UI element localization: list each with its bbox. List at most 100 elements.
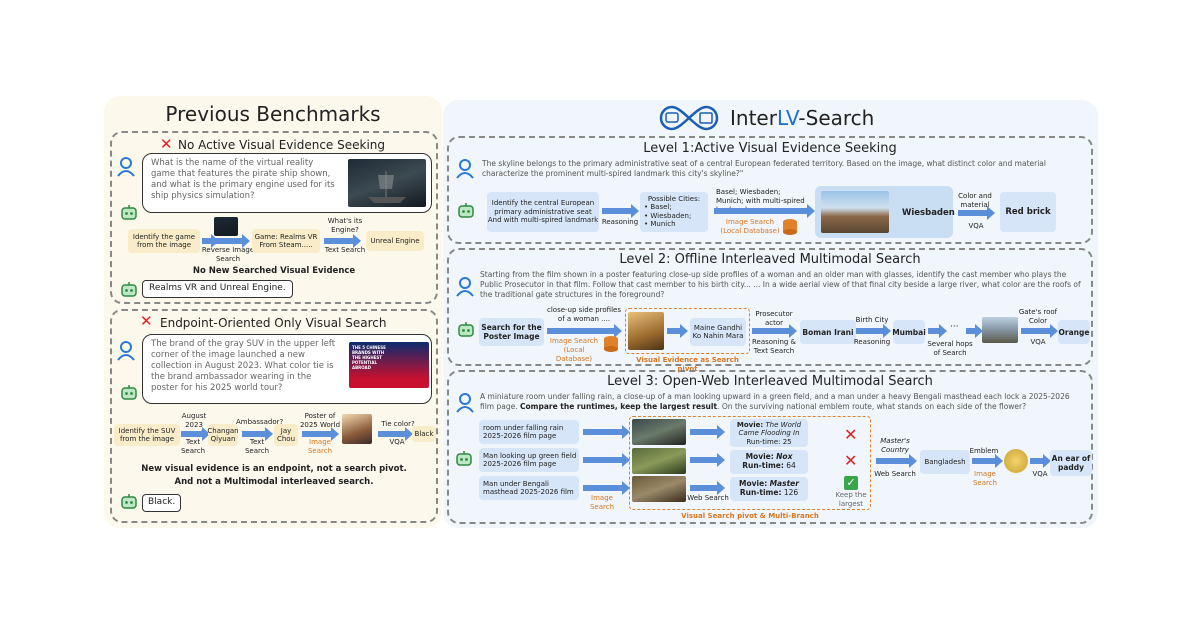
l3-q-emblem: Emblem (969, 447, 999, 455)
robot-icon (121, 494, 137, 509)
rain-room-image (632, 419, 686, 445)
l2-label5: VQA (1030, 338, 1046, 346)
l2-label4: Several hops of Search (927, 340, 973, 357)
cross-icon: ✕ (160, 135, 173, 153)
user-icon (456, 393, 474, 413)
level2-question: Starting from the film shown in a poster… (480, 270, 1081, 300)
robot-icon (458, 322, 474, 337)
user-icon (117, 341, 135, 361)
s2-label3: Image Search (307, 438, 333, 455)
arrow (690, 425, 725, 439)
l2-q3: Birth City (855, 316, 889, 324)
green-field-image (632, 448, 686, 474)
robot-icon (121, 282, 137, 297)
arrow (1021, 324, 1058, 338)
keep-label: Keep the largest (835, 491, 867, 508)
arrow (215, 234, 250, 248)
l3-vqa: VQA (1032, 470, 1048, 478)
level1-question: The skyline belongs to the primary admin… (482, 159, 1046, 179)
arrow (690, 453, 725, 467)
l2-q2: Prosecutor actor (755, 310, 793, 327)
arrow (583, 481, 630, 495)
level3-section (447, 370, 1093, 524)
cross-icon: ✕ (140, 312, 153, 330)
l1-box1: Identify the central European primary ad… (487, 192, 599, 232)
arrow (966, 324, 983, 338)
l3-q2: Man looking up green field 2025-2026 fil… (479, 448, 579, 472)
arrow (856, 324, 891, 338)
cities-title: Possible Cities: (647, 195, 701, 203)
user-icon (456, 277, 474, 297)
poster-text: THE 5 CHINESE BRANDS WITH THE HIGHEST PO… (352, 345, 386, 370)
arrow (583, 453, 630, 467)
l3-image-search2: Image Search (972, 470, 998, 487)
arrow (378, 427, 413, 441)
arrow (602, 204, 639, 218)
l3-answer: An ear of paddy (1050, 450, 1092, 476)
arrow (928, 324, 947, 338)
s2-step1: Identify the SUV from the image (114, 424, 180, 446)
arrow (181, 427, 210, 441)
l1-answer: Red brick (1000, 192, 1056, 232)
s2-step4: Black (412, 426, 436, 442)
arrow (752, 324, 797, 338)
movie-card: Movie: Master Run-time: 126 (730, 477, 808, 501)
pivot-box (625, 308, 750, 354)
s1-step3: Unreal Engine (366, 231, 424, 251)
movie-card: Movie: Nox Run-time: 64 (730, 450, 808, 474)
s2-note2: And not a Multimodal interleaved search. (174, 477, 374, 487)
s2-step3: Jay Chou (274, 424, 298, 446)
multi-branch-box (629, 416, 871, 510)
s1-q2: What's its Engine? (327, 217, 363, 234)
city-item: • Munich (644, 220, 676, 229)
level2-section (447, 248, 1093, 366)
arrow (958, 206, 995, 220)
s2-label1: Text Search (180, 438, 206, 455)
l1-cities: Possible Cities: • Basel; • Wiesbaden; •… (640, 192, 708, 232)
city-item: • Basel; (644, 203, 672, 212)
interlv-logo-icon (659, 105, 719, 131)
multi-branch-label: Visual Search pivot & Multi-Branch (681, 512, 819, 520)
arrow (690, 481, 725, 495)
s1-answer: Realms VR and Unreal Engine. (142, 280, 293, 298)
s1-label2: Text Search (324, 246, 366, 254)
l3-web-search2: Web Search (874, 470, 916, 478)
l2-city: Mumbai (892, 320, 926, 344)
wiesbaden-skyline-image (821, 191, 889, 233)
l2-film: Maine Gandhi Ko Nahin Mara (690, 318, 746, 346)
l2-label1: Image Search (Local Database) (549, 337, 599, 363)
database-icon (783, 219, 797, 235)
pirate-ship-thumb (214, 217, 238, 236)
arrow (547, 324, 622, 338)
s1-note: No New Searched Visual Evidence (192, 266, 356, 276)
l1-q: Color and material (958, 192, 992, 209)
jay-chou-poster (342, 414, 372, 444)
robot-icon (121, 385, 137, 400)
city-item: • Wiesbaden; (644, 211, 692, 220)
s2-label2: Text Search (244, 438, 270, 455)
l2-label3: Reasoning (853, 338, 891, 346)
l3-country: Bangladesh (920, 450, 970, 474)
s1-step2: Game: Realms VR From Steam..... (252, 229, 320, 253)
emblem-image (1004, 449, 1028, 473)
section2-heading: Endpoint-Oriented Only Visual Search (160, 316, 387, 330)
s2-note1: New visual evidence is an endpoint, not … (141, 464, 407, 474)
l2-label2: Reasoning & Text Search (751, 338, 797, 355)
arrow (324, 234, 361, 248)
s1-label1: Reverse Image Search (201, 246, 255, 263)
user-icon (117, 157, 135, 177)
l3-web-search-label: Web Search (687, 494, 729, 502)
l1-label4: VQA (968, 222, 984, 230)
reject-icon: ✕ (844, 451, 858, 470)
l3-q1: room under falling rain 2025-2026 film p… (479, 420, 579, 444)
l2-actor: Boman Irani (800, 320, 856, 344)
level1-heading: Level 1:Active Visual Evidence Seeking (643, 141, 897, 156)
l1-label1: Reasoning (601, 218, 639, 226)
robot-icon (121, 205, 137, 220)
interlv-title: InterLV-Search (730, 106, 875, 130)
l2-q5: Gate's roof Color (1018, 308, 1058, 325)
robot-icon (458, 203, 474, 218)
reject-icon: ✕ (844, 425, 858, 444)
arrow (876, 454, 917, 468)
s2-q4: Tie color? (381, 420, 415, 428)
